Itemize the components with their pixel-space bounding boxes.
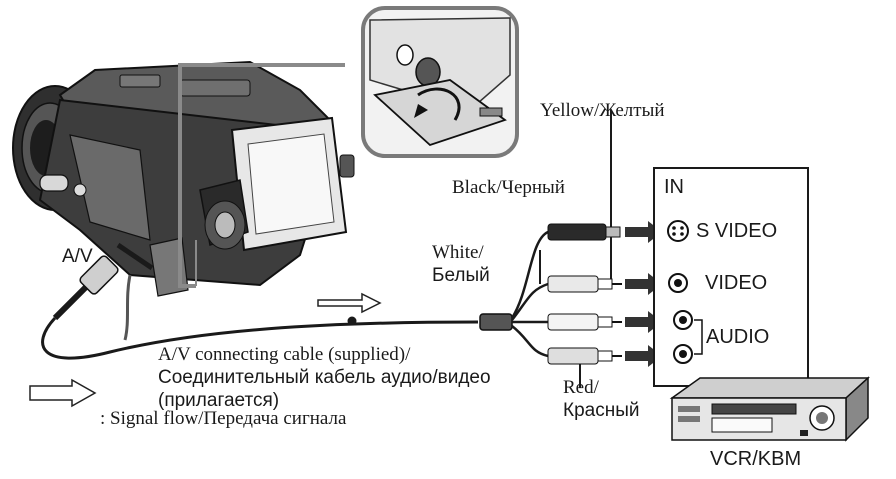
signal-flow-arrow	[317, 292, 382, 314]
red-cable-label-line2: Красный	[563, 400, 640, 421]
yellow-cable-label: Yellow/Желтый	[540, 100, 665, 121]
white-cable-label-line1: White/	[432, 242, 484, 263]
red-cable-label-line1: Red/	[563, 377, 599, 398]
rca-plug-red	[547, 347, 622, 365]
vcr-illustration	[669, 376, 870, 442]
signal-flow-legend-icon	[29, 378, 97, 408]
audio-label: AUDIO	[706, 326, 770, 348]
video-label: VIDEO	[705, 272, 768, 294]
signal-arrows	[625, 221, 662, 367]
vcr-in-label: IN	[664, 176, 684, 198]
rca-plug-white	[547, 313, 622, 331]
vcr-input-panel	[653, 167, 809, 387]
s-video-plug	[547, 223, 621, 241]
black-cable-label: Black/Черный	[452, 177, 565, 198]
connector-cover-detail	[361, 6, 519, 158]
cable-label-line2: Соединительный кабель аудио/видео	[158, 367, 491, 388]
cable-label-line1: A/V connecting cable (supplied)/	[158, 344, 411, 365]
signal-flow-legend-label: : Signal flow/Передача сигнала	[100, 408, 347, 429]
cable-label-line3: (прилагается)	[158, 390, 280, 411]
s-video-label: S VIDEO	[696, 220, 778, 242]
av-port-label: A/V	[62, 246, 93, 267]
vcr-device-label: VCR/KBM	[710, 448, 802, 470]
camcorder-illustration	[12, 60, 355, 297]
rca-plug-yellow	[547, 275, 622, 293]
av-connecting-cable	[41, 110, 612, 388]
white-cable-label-line2: Белый	[432, 265, 490, 286]
